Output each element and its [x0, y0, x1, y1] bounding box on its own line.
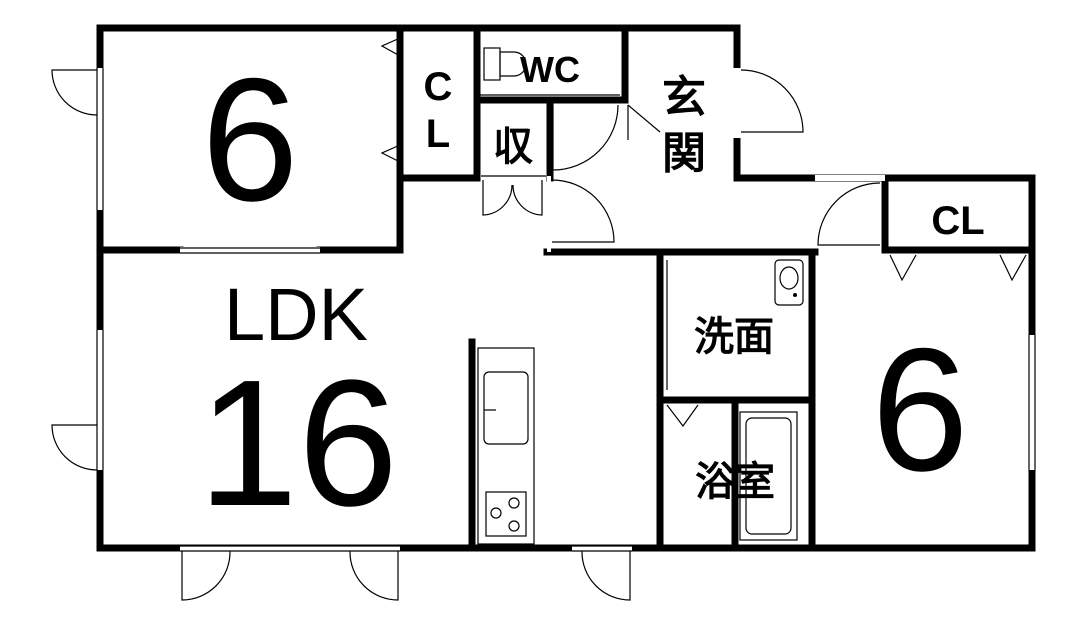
bedroom-east-size: 6 [871, 313, 968, 508]
storage-label: 収 [493, 124, 533, 170]
fixtures [380, 37, 1027, 545]
closet-west-label-bottom: L [426, 112, 450, 156]
closet-east-label: CL [931, 199, 984, 243]
washroom-label: 洗面 [694, 314, 774, 360]
room-labels: 6 C L WC 収 玄 関 CL LDK 16 洗面 浴室 6 [198, 43, 985, 544]
walls [96, 24, 1036, 552]
closet-west-label-top: C [424, 65, 453, 109]
ldk-label: LDK [224, 273, 368, 356]
bedroom-west-size: 6 [201, 43, 298, 238]
openings [96, 68, 1036, 552]
entrance-label-bottom: 関 [662, 128, 706, 179]
toilet-label: WC [520, 49, 580, 90]
ldk-size: 16 [198, 343, 398, 544]
door-swings [51, 69, 881, 601]
entrance-label-top: 玄 [662, 72, 706, 123]
bathroom-label: 浴室 [695, 459, 775, 505]
